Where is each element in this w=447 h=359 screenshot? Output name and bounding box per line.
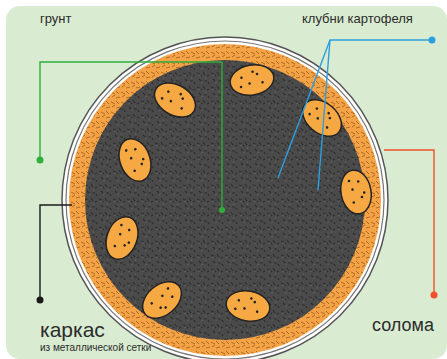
- potato: [100, 212, 143, 264]
- leader-lines: [40, 40, 434, 300]
- potato: [148, 76, 201, 124]
- part-label: грунт: [40, 12, 71, 26]
- part-label: каркас: [40, 318, 105, 341]
- potato: [224, 287, 273, 324]
- tower-section: [62, 37, 388, 359]
- potato-tubers: [100, 61, 374, 325]
- potato: [228, 61, 277, 98]
- part-label: солома: [372, 316, 434, 336]
- leader-dots: [37, 37, 438, 304]
- potato: [136, 274, 189, 325]
- part-label: клубни картофеля: [302, 12, 413, 26]
- potato: [337, 168, 374, 217]
- potato: [113, 134, 156, 186]
- part-label: из металлической сетки: [40, 342, 151, 353]
